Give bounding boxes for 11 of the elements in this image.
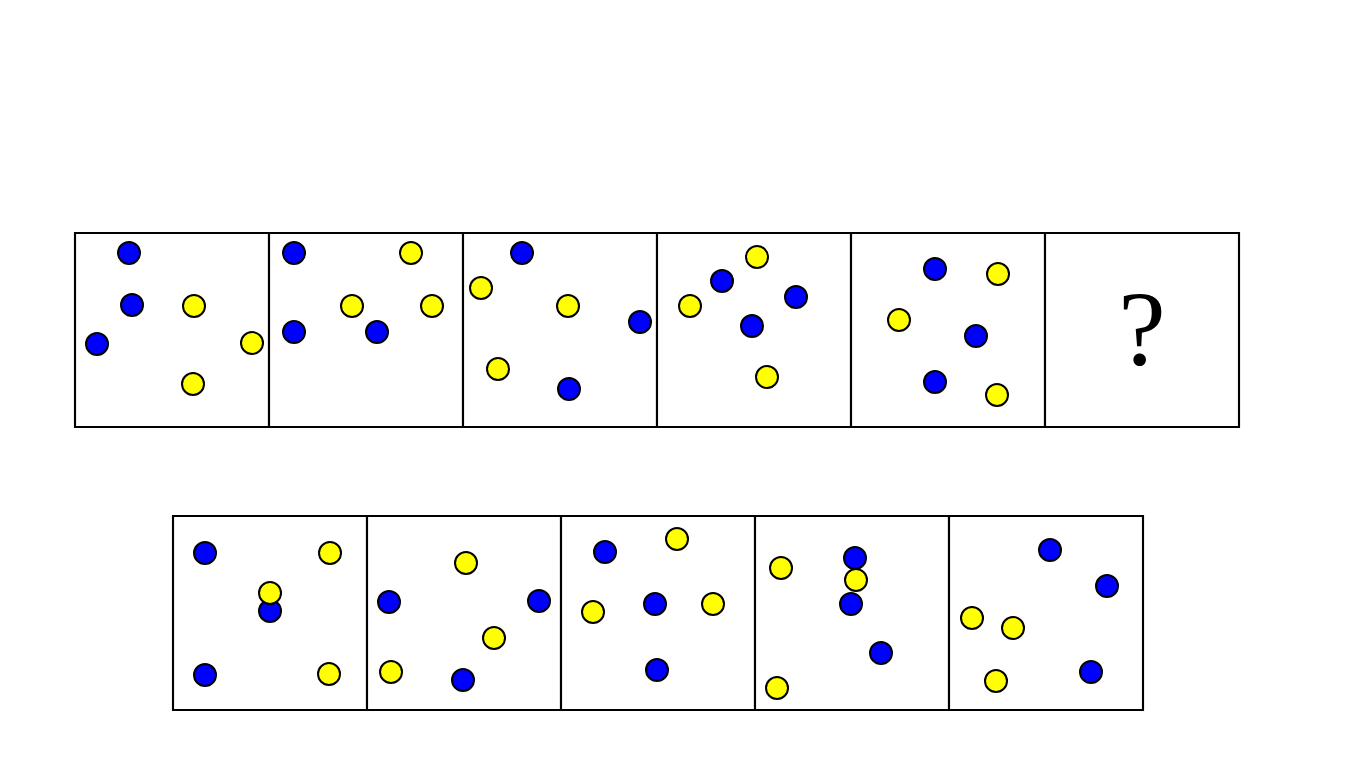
puzzle-cell [947,514,1145,712]
puzzle-cell: ? [1043,231,1241,429]
puzzle-cell [73,231,271,429]
puzzle-cell [267,231,465,429]
puzzle-cell [655,231,853,429]
puzzle-cell [171,514,369,712]
puzzle-cell [849,231,1047,429]
puzzle-cell [365,514,563,712]
puzzle-cell [559,514,757,712]
puzzle-cell [461,231,659,429]
puzzle-cell [753,514,951,712]
